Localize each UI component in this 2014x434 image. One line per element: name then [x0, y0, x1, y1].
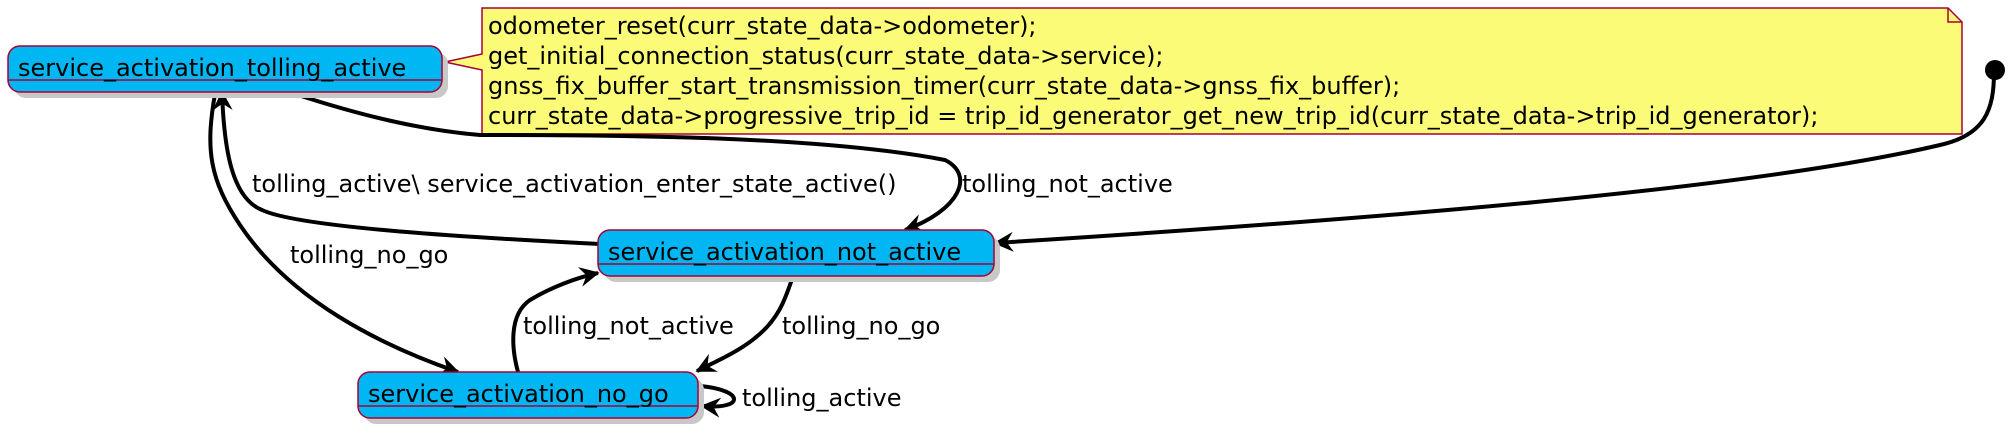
entry-note: odometer_reset(curr_state_data->odometer… — [444, 7, 1963, 135]
label-tolling-no-go-left: tolling_no_go — [290, 241, 448, 269]
edge-not-active-to-tolling-active — [212, 90, 601, 246]
state-label-no-go: service_activation_no_go — [368, 380, 669, 408]
state-label-tolling-active: service_activation_tolling_active — [18, 54, 406, 82]
edge-no-go-self-loop — [699, 384, 736, 418]
edge-not-active-to-no-go — [695, 278, 794, 373]
label-tolling-active-enter: tolling_active\ service_activation_enter… — [252, 170, 897, 198]
edge-start-to-not-active — [993, 71, 1996, 252]
label-tolling-not-active-top: tolling_not_active — [962, 170, 1173, 198]
note-line-1: odometer_reset(curr_state_data->odometer… — [488, 12, 1037, 40]
state-no-go[interactable]: service_activation_no_go — [357, 371, 704, 424]
label-tolling-not-active-bottom: tolling_not_active — [523, 312, 734, 340]
label-tolling-no-go-right: tolling_no_go — [782, 312, 940, 340]
edge-tolling-active-to-not-active — [297, 93, 963, 234]
note-line-3: gnss_fix_buffer_start_transmission_timer… — [488, 72, 1400, 100]
state-tolling-active[interactable]: service_activation_tolling_active — [7, 45, 448, 98]
edge-tolling-active-to-no-go — [208, 93, 460, 376]
label-tolling-active-self: tolling_active — [742, 384, 902, 412]
state-label-not-active: service_activation_not_active — [608, 238, 961, 266]
edge-no-go-to-not-active — [511, 267, 600, 373]
initial-state-dot — [1985, 60, 2005, 80]
note-line-4: curr_state_data->progressive_trip_id = t… — [488, 102, 1818, 130]
state-not-active[interactable]: service_activation_not_active — [597, 229, 1000, 282]
note-line-2: get_initial_connection_status(curr_state… — [488, 42, 1164, 70]
